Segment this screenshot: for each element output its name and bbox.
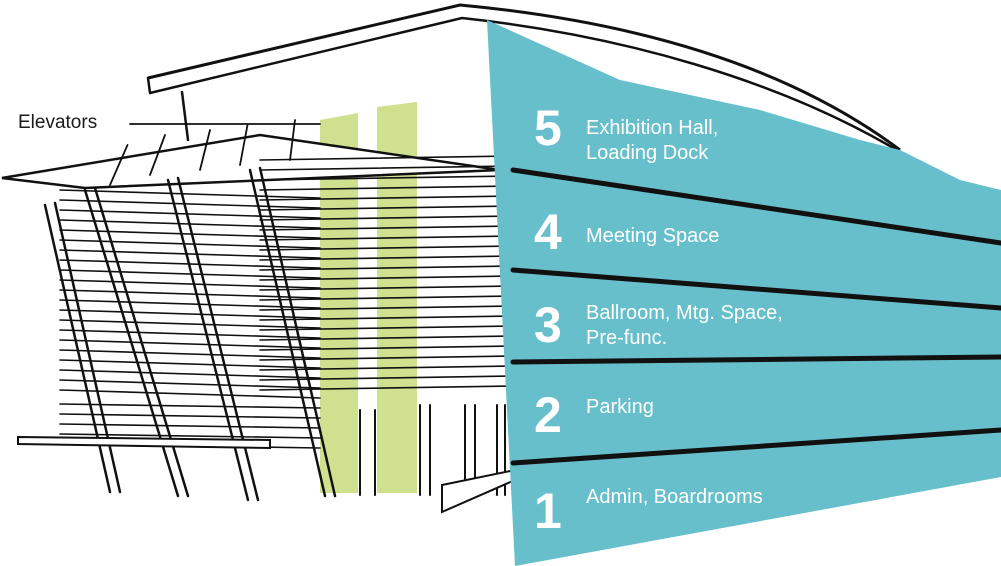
elevators-label: Elevators xyxy=(18,112,98,133)
facade-louver xyxy=(59,413,321,419)
facade-louver-right xyxy=(259,165,516,171)
facade-louver-right xyxy=(259,375,516,381)
ground-slab-left xyxy=(17,435,271,450)
roof-lower-edge xyxy=(149,16,901,154)
facade-louver xyxy=(59,279,321,289)
facade-louver-right xyxy=(259,325,516,331)
slanted-column xyxy=(258,166,337,498)
floor-divider-2-1 xyxy=(510,427,1001,466)
facade-louver-right xyxy=(259,185,516,191)
floor-1-number: 1 xyxy=(534,483,562,539)
facade-louver-right xyxy=(259,275,516,281)
roof-end xyxy=(146,76,152,95)
slanted-rib xyxy=(109,144,129,186)
facade-louver xyxy=(59,359,321,369)
floor-divider-3-2 xyxy=(510,354,1001,365)
facade-louver xyxy=(59,309,321,319)
slanted-rib xyxy=(199,129,211,171)
facade-louver xyxy=(59,239,321,249)
floor-4-label: Meeting Space xyxy=(586,225,720,247)
facade-louver-right xyxy=(259,255,516,261)
facade-louver xyxy=(59,403,321,409)
floor-1-label: Admin, Boardrooms xyxy=(586,486,763,508)
slanted-rib xyxy=(149,134,166,176)
facade-louver xyxy=(59,349,321,359)
floor-3-number: 3 xyxy=(534,297,562,353)
facade-louver xyxy=(59,339,321,349)
floor-5-label: Exhibition Hall, Loading Dock xyxy=(586,117,719,164)
facade-louver-right xyxy=(259,175,516,181)
slanted-column xyxy=(248,168,327,498)
facade-louver xyxy=(59,423,321,429)
facade-louver-right xyxy=(259,335,516,341)
facade-louver-right xyxy=(259,265,516,271)
facade-louver xyxy=(59,319,321,329)
facade-louver-right xyxy=(259,225,516,231)
facade-louver xyxy=(59,433,321,439)
facade-louver xyxy=(59,379,321,389)
slanted-column xyxy=(166,178,250,502)
slanted-column xyxy=(53,201,122,494)
facade-louver-right xyxy=(259,205,516,211)
roof-column xyxy=(180,90,190,142)
floor-divider-5-4 xyxy=(510,167,1001,246)
facade-louver xyxy=(59,299,321,309)
facade-louver-right xyxy=(259,295,516,301)
facade-louver xyxy=(59,269,321,279)
facade-louver-right xyxy=(259,245,516,251)
facade-louver-right xyxy=(259,155,516,161)
facade-louver-right xyxy=(259,305,516,311)
facade-louver xyxy=(59,289,321,299)
floor-2-number: 2 xyxy=(534,387,562,443)
facade-louver xyxy=(59,389,321,399)
roof-top-edge xyxy=(147,3,901,152)
facade-louver-right xyxy=(259,285,516,291)
floor-divider-4-3 xyxy=(510,267,1001,311)
facade-louver-right xyxy=(259,235,516,241)
floor-5-number: 5 xyxy=(534,100,562,156)
slanted-rib xyxy=(239,124,249,166)
facade-louver-right xyxy=(259,215,516,221)
facade-louver xyxy=(59,209,321,219)
floor-3-label: Ballroom, Mtg. Space, Pre-func. xyxy=(586,302,783,349)
facade-louver-right xyxy=(259,195,516,201)
canopy-slab xyxy=(1,133,501,190)
facade-louver xyxy=(59,369,321,379)
floor-4-number: 4 xyxy=(534,204,562,260)
slanted-rib xyxy=(289,119,296,161)
floor-panel xyxy=(487,20,1001,566)
facade-louver-right xyxy=(259,365,516,371)
facade-louver xyxy=(59,199,321,209)
facade-louver xyxy=(59,329,321,339)
facade-louver-right xyxy=(259,385,516,391)
floor-2-label: Parking xyxy=(586,396,654,418)
facade-louver xyxy=(59,189,321,199)
slanted-column xyxy=(43,203,112,494)
facade-louver-right xyxy=(259,315,516,321)
